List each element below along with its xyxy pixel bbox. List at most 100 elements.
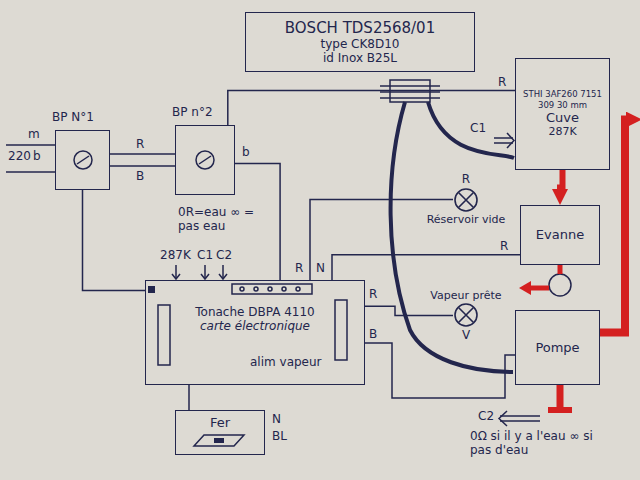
thick-wire bbox=[428, 102, 514, 158]
input-arrow-head bbox=[172, 274, 180, 279]
wire-label: C2 bbox=[216, 249, 232, 263]
valve-box: Evanne bbox=[520, 205, 600, 265]
iron-outline bbox=[194, 435, 244, 446]
iron-symbol bbox=[190, 430, 250, 450]
wire-label: B bbox=[136, 170, 144, 184]
switch-heading: BP n°2 bbox=[172, 105, 213, 119]
lamp-indicator: RRéservoir vide bbox=[418, 168, 514, 230]
node-text: carte électronique bbox=[200, 319, 310, 333]
input-arrow bbox=[175, 265, 177, 279]
water-pipe bbox=[600, 120, 626, 333]
title-box: BOSCH TDS2568/01type CK8D10id Inox B25L bbox=[245, 12, 475, 72]
wire-label: R bbox=[136, 138, 144, 152]
node-text: Evanne bbox=[536, 227, 584, 243]
switch-heading: BP N°1 bbox=[52, 110, 94, 124]
lamp-symbol bbox=[453, 187, 479, 213]
wire-label: C2 bbox=[478, 410, 494, 424]
mains-wire bbox=[6, 144, 55, 146]
switch-circle bbox=[74, 151, 92, 169]
wire bbox=[83, 190, 146, 291]
thick-wire bbox=[391, 102, 513, 372]
connector-pin bbox=[296, 287, 300, 291]
wire bbox=[365, 306, 453, 315]
node-text: Pompe bbox=[535, 340, 579, 356]
lamp-indicator: Vapeur prêteV bbox=[418, 285, 514, 347]
node-text: Cuve bbox=[546, 110, 579, 126]
wire bbox=[110, 165, 175, 167]
wire-label: C1 bbox=[470, 122, 486, 136]
switch-contact bbox=[77, 156, 89, 164]
wire-label: m bbox=[28, 128, 40, 142]
terminal-wire bbox=[380, 91, 440, 93]
wire-label: N bbox=[272, 413, 281, 427]
switch-symbol bbox=[193, 148, 217, 172]
tank-box: STHI 3AF260 7151 309 30 mmCuve287K bbox=[515, 58, 610, 170]
node-text: STHI 3AF260 7151 309 30 mm bbox=[519, 89, 606, 109]
node-text: type CK8D10 bbox=[320, 37, 399, 51]
node-text: Tonache DBPA 4110 bbox=[195, 305, 315, 319]
water-pipes bbox=[530, 265, 560, 408]
wire-label: R bbox=[500, 240, 508, 254]
board-component bbox=[335, 300, 347, 360]
board-component bbox=[158, 305, 170, 365]
node-text: V bbox=[462, 328, 470, 342]
sensor-arrow bbox=[500, 415, 540, 417]
wire bbox=[228, 90, 515, 125]
wire-label: 0Ω si il y a l'eau ∞ si pas d'eau bbox=[470, 430, 610, 458]
lamp-symbol bbox=[453, 302, 479, 328]
pipe-arrow-head bbox=[519, 281, 531, 295]
input-arrow bbox=[204, 265, 206, 279]
node-text: 287K bbox=[548, 125, 576, 138]
terminal-wire bbox=[380, 97, 440, 99]
mains-wire bbox=[6, 171, 55, 173]
node-text: id Inox B25L bbox=[323, 51, 397, 65]
board-connector bbox=[232, 284, 312, 294]
input-arrow-head bbox=[219, 274, 227, 279]
pipe bbox=[557, 385, 564, 408]
water-pipe bbox=[560, 170, 563, 189]
pipe-foot bbox=[548, 407, 572, 413]
wire-label: 0R=eau ∞ = pas eau bbox=[178, 206, 258, 234]
pipe bbox=[530, 286, 549, 291]
lamp-circle bbox=[455, 189, 477, 211]
switch-box: BP n°2 bbox=[175, 125, 235, 195]
switch-symbol bbox=[71, 148, 95, 172]
pump-symbol bbox=[549, 274, 571, 296]
wire-label: 287K bbox=[160, 249, 191, 263]
input-arrow bbox=[222, 265, 224, 279]
wire bbox=[365, 343, 515, 398]
wire-label: R bbox=[369, 288, 377, 302]
sensor-arrow-head bbox=[499, 411, 507, 426]
wire-label: C1 bbox=[197, 249, 213, 263]
switch-box: BP N°1 bbox=[55, 130, 110, 190]
wire-label: BL bbox=[272, 430, 287, 444]
sensor-arrow-head bbox=[507, 133, 514, 148]
wire bbox=[332, 255, 520, 280]
pipe bbox=[558, 265, 563, 274]
node-text: BOSCH TDS2568/01 bbox=[285, 19, 435, 37]
board-mark bbox=[148, 286, 155, 293]
wire-label: 220 bbox=[8, 150, 31, 164]
wire bbox=[188, 385, 190, 410]
ink-drawing bbox=[6, 80, 571, 426]
pump-box: Pompe bbox=[515, 310, 600, 385]
node-text: Réservoir vide bbox=[427, 213, 506, 226]
node-text: Vapeur prête bbox=[430, 289, 501, 302]
switch-circle bbox=[196, 151, 214, 169]
switch-contact bbox=[199, 156, 211, 164]
lamp-cross bbox=[459, 192, 474, 207]
lamp-circle bbox=[455, 304, 477, 326]
node-text: Fer bbox=[210, 415, 230, 431]
connector-pin bbox=[254, 287, 258, 291]
wire-label: R bbox=[295, 262, 303, 276]
wire bbox=[110, 153, 175, 155]
sensor-arrow bbox=[494, 142, 513, 144]
wire-label: R bbox=[498, 76, 506, 90]
connector-pin bbox=[268, 287, 272, 291]
wire bbox=[235, 164, 280, 281]
circuit-board: Tonache DBPA 4110carte électronique bbox=[145, 280, 365, 385]
wire-label: alim vapeur bbox=[250, 356, 322, 370]
wire-label: b bbox=[33, 150, 41, 164]
terminal-wire bbox=[380, 85, 440, 87]
